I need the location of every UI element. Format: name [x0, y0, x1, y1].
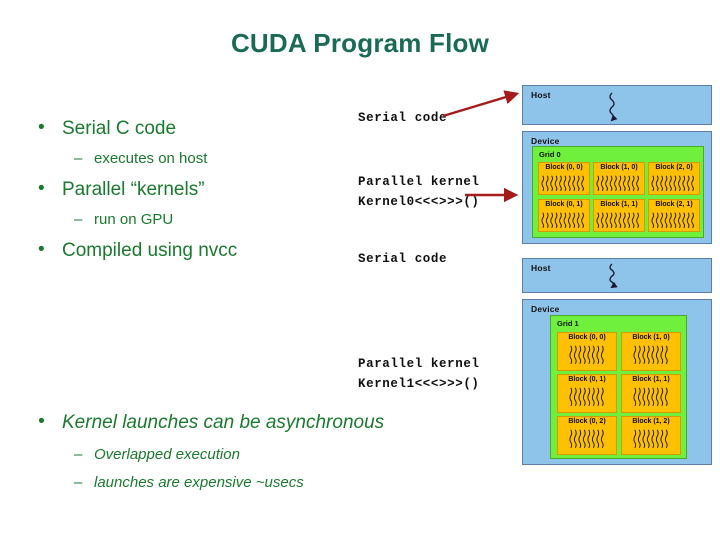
device-label: Device [531, 304, 560, 314]
threads-icon [633, 387, 668, 407]
bullet-list-upper: • Serial C code – executes on host • Par… [26, 117, 326, 266]
block-box: Block (1, 0) [621, 332, 681, 371]
device-label: Device [531, 136, 560, 146]
threads-icon [569, 387, 604, 407]
threads-icon [569, 429, 604, 449]
code-label-parallel-1: Parallel kernel [358, 175, 480, 189]
list-item-label: Serial C code [62, 118, 177, 139]
grid-label: Grid 1 [557, 319, 579, 328]
device-panel-2: Device Grid 1 Block (0, 0) Block (1, 0) [522, 299, 712, 465]
thread-squiggle-icon [609, 263, 618, 289]
list-item-label: executes on host [94, 150, 208, 167]
block-box: Block (2, 0) [648, 162, 700, 195]
block-label: Block (0, 0) [545, 164, 583, 171]
block-label: Block (2, 0) [655, 164, 693, 171]
block-label: Block (1, 0) [600, 164, 638, 171]
grid-label: Grid 0 [539, 150, 561, 159]
list-item-label: Compiled using nvcc [62, 240, 238, 261]
thread-squiggle-icon [609, 92, 618, 122]
grid-box-1: Grid 1 Block (0, 0) Block (1, 0) [550, 315, 687, 459]
list-item: – Overlapped execution [26, 446, 496, 463]
bullet-list-lower: • Kernel launches can be asynchronous – … [26, 411, 496, 495]
block-label: Block (1, 1) [600, 201, 638, 208]
list-item: – launches are expensive ~usecs [26, 474, 496, 491]
threads-icon [651, 175, 694, 192]
block-label: Block (1, 0) [632, 334, 670, 341]
dash-marker-icon: – [74, 474, 83, 491]
arrow-kernel0-to-grid0-icon [465, 187, 519, 203]
threads-icon [596, 212, 639, 229]
block-box: Block (1, 2) [621, 416, 681, 455]
host-label: Host [531, 263, 551, 273]
block-box: Block (1, 1) [593, 199, 645, 232]
list-item-label: Kernel launches can be asynchronous [62, 412, 385, 433]
list-item-label: Overlapped execution [94, 446, 240, 463]
host-panel-2: Host [522, 258, 712, 293]
list-item: • Compiled using nvcc [26, 239, 326, 262]
bullet-marker-icon: • [38, 239, 45, 260]
block-box: Block (0, 2) [557, 416, 617, 455]
arrow-serial-to-host-icon [442, 90, 520, 118]
threads-icon [633, 345, 668, 365]
host-panel-1: Host [522, 85, 712, 125]
dash-marker-icon: – [74, 150, 83, 167]
code-label-kernel-2: Kernel1<<<>>>() [358, 377, 480, 391]
grid-box-0: Grid 0 Block (0, 0) Block (1, 0) [532, 146, 704, 238]
threads-icon [541, 175, 584, 192]
dash-marker-icon: – [74, 446, 83, 463]
device-panel-1: Device Grid 0 Block (0, 0) Block (1, 0) [522, 131, 712, 244]
threads-icon [651, 212, 694, 229]
block-box: Block (0, 0) [557, 332, 617, 371]
threads-icon [633, 429, 668, 449]
block-label: Block (1, 1) [632, 376, 670, 383]
threads-icon [541, 212, 584, 229]
block-label: Block (0, 1) [545, 201, 583, 208]
list-item-label: run on GPU [94, 211, 174, 228]
block-label: Block (0, 0) [568, 334, 606, 341]
block-box: Block (1, 0) [593, 162, 645, 195]
list-item: – executes on host [26, 150, 326, 167]
code-label-parallel-2: Parallel kernel [358, 357, 480, 371]
code-label-kernel-1: Kernel0<<<>>>() [358, 195, 480, 209]
page-title: CUDA Program Flow [230, 28, 490, 58]
block-label: Block (0, 2) [568, 418, 606, 425]
list-item-label: Parallel “kernels” [62, 179, 205, 200]
bullet-marker-icon: • [38, 411, 45, 432]
list-item-label: launches are expensive ~usecs [94, 474, 304, 491]
list-item: • Parallel “kernels” [26, 178, 326, 201]
threads-icon [569, 345, 604, 365]
list-item: • Serial C code [26, 117, 326, 140]
block-box: Block (0, 0) [538, 162, 590, 195]
block-label: Block (2, 1) [655, 201, 693, 208]
host-label: Host [531, 90, 551, 100]
block-box: Block (0, 1) [557, 374, 617, 413]
dash-marker-icon: – [74, 211, 83, 228]
list-item: – run on GPU [26, 211, 326, 228]
block-box: Block (0, 1) [538, 199, 590, 232]
block-label: Block (0, 1) [568, 376, 606, 383]
threads-icon [596, 175, 639, 192]
block-label: Block (1, 2) [632, 418, 670, 425]
list-item: • Kernel launches can be asynchronous [26, 411, 496, 434]
code-label-serial-1: Serial code [358, 111, 448, 125]
code-label-serial-2: Serial code [358, 252, 448, 266]
block-box: Block (2, 1) [648, 199, 700, 232]
bullet-marker-icon: • [38, 117, 45, 138]
block-box: Block (1, 1) [621, 374, 681, 413]
bullet-marker-icon: • [38, 178, 45, 199]
